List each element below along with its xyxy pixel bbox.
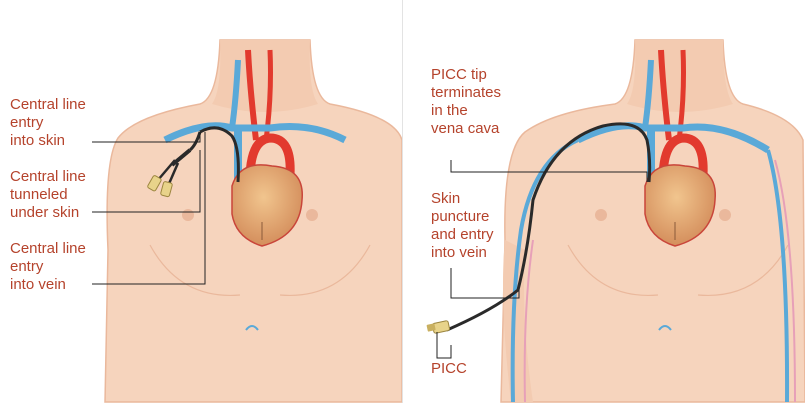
leader-picc (437, 332, 451, 358)
central-line-panel: Central line entry into skin Central lin… (0, 0, 402, 403)
label-picc: PICC (431, 360, 467, 378)
nipple-right (719, 209, 731, 221)
label-tunneled-under-skin: Central line tunneled under skin (10, 168, 86, 222)
picc-hub (426, 320, 449, 333)
picc-panel: PICC tip terminates in the vena cava Ski… (403, 0, 805, 403)
neck (627, 40, 733, 112)
label-skin-puncture: Skin puncture and entry into vein (431, 190, 494, 262)
nipple-left (182, 209, 194, 221)
nipple-left (595, 209, 607, 221)
nipple-right (306, 209, 318, 221)
label-entry-into-vein: Central line entry into vein (10, 240, 86, 294)
label-entry-into-skin: Central line entry into skin (10, 96, 86, 150)
neck (212, 40, 318, 112)
label-picc-tip: PICC tip terminates in the vena cava (431, 66, 501, 138)
